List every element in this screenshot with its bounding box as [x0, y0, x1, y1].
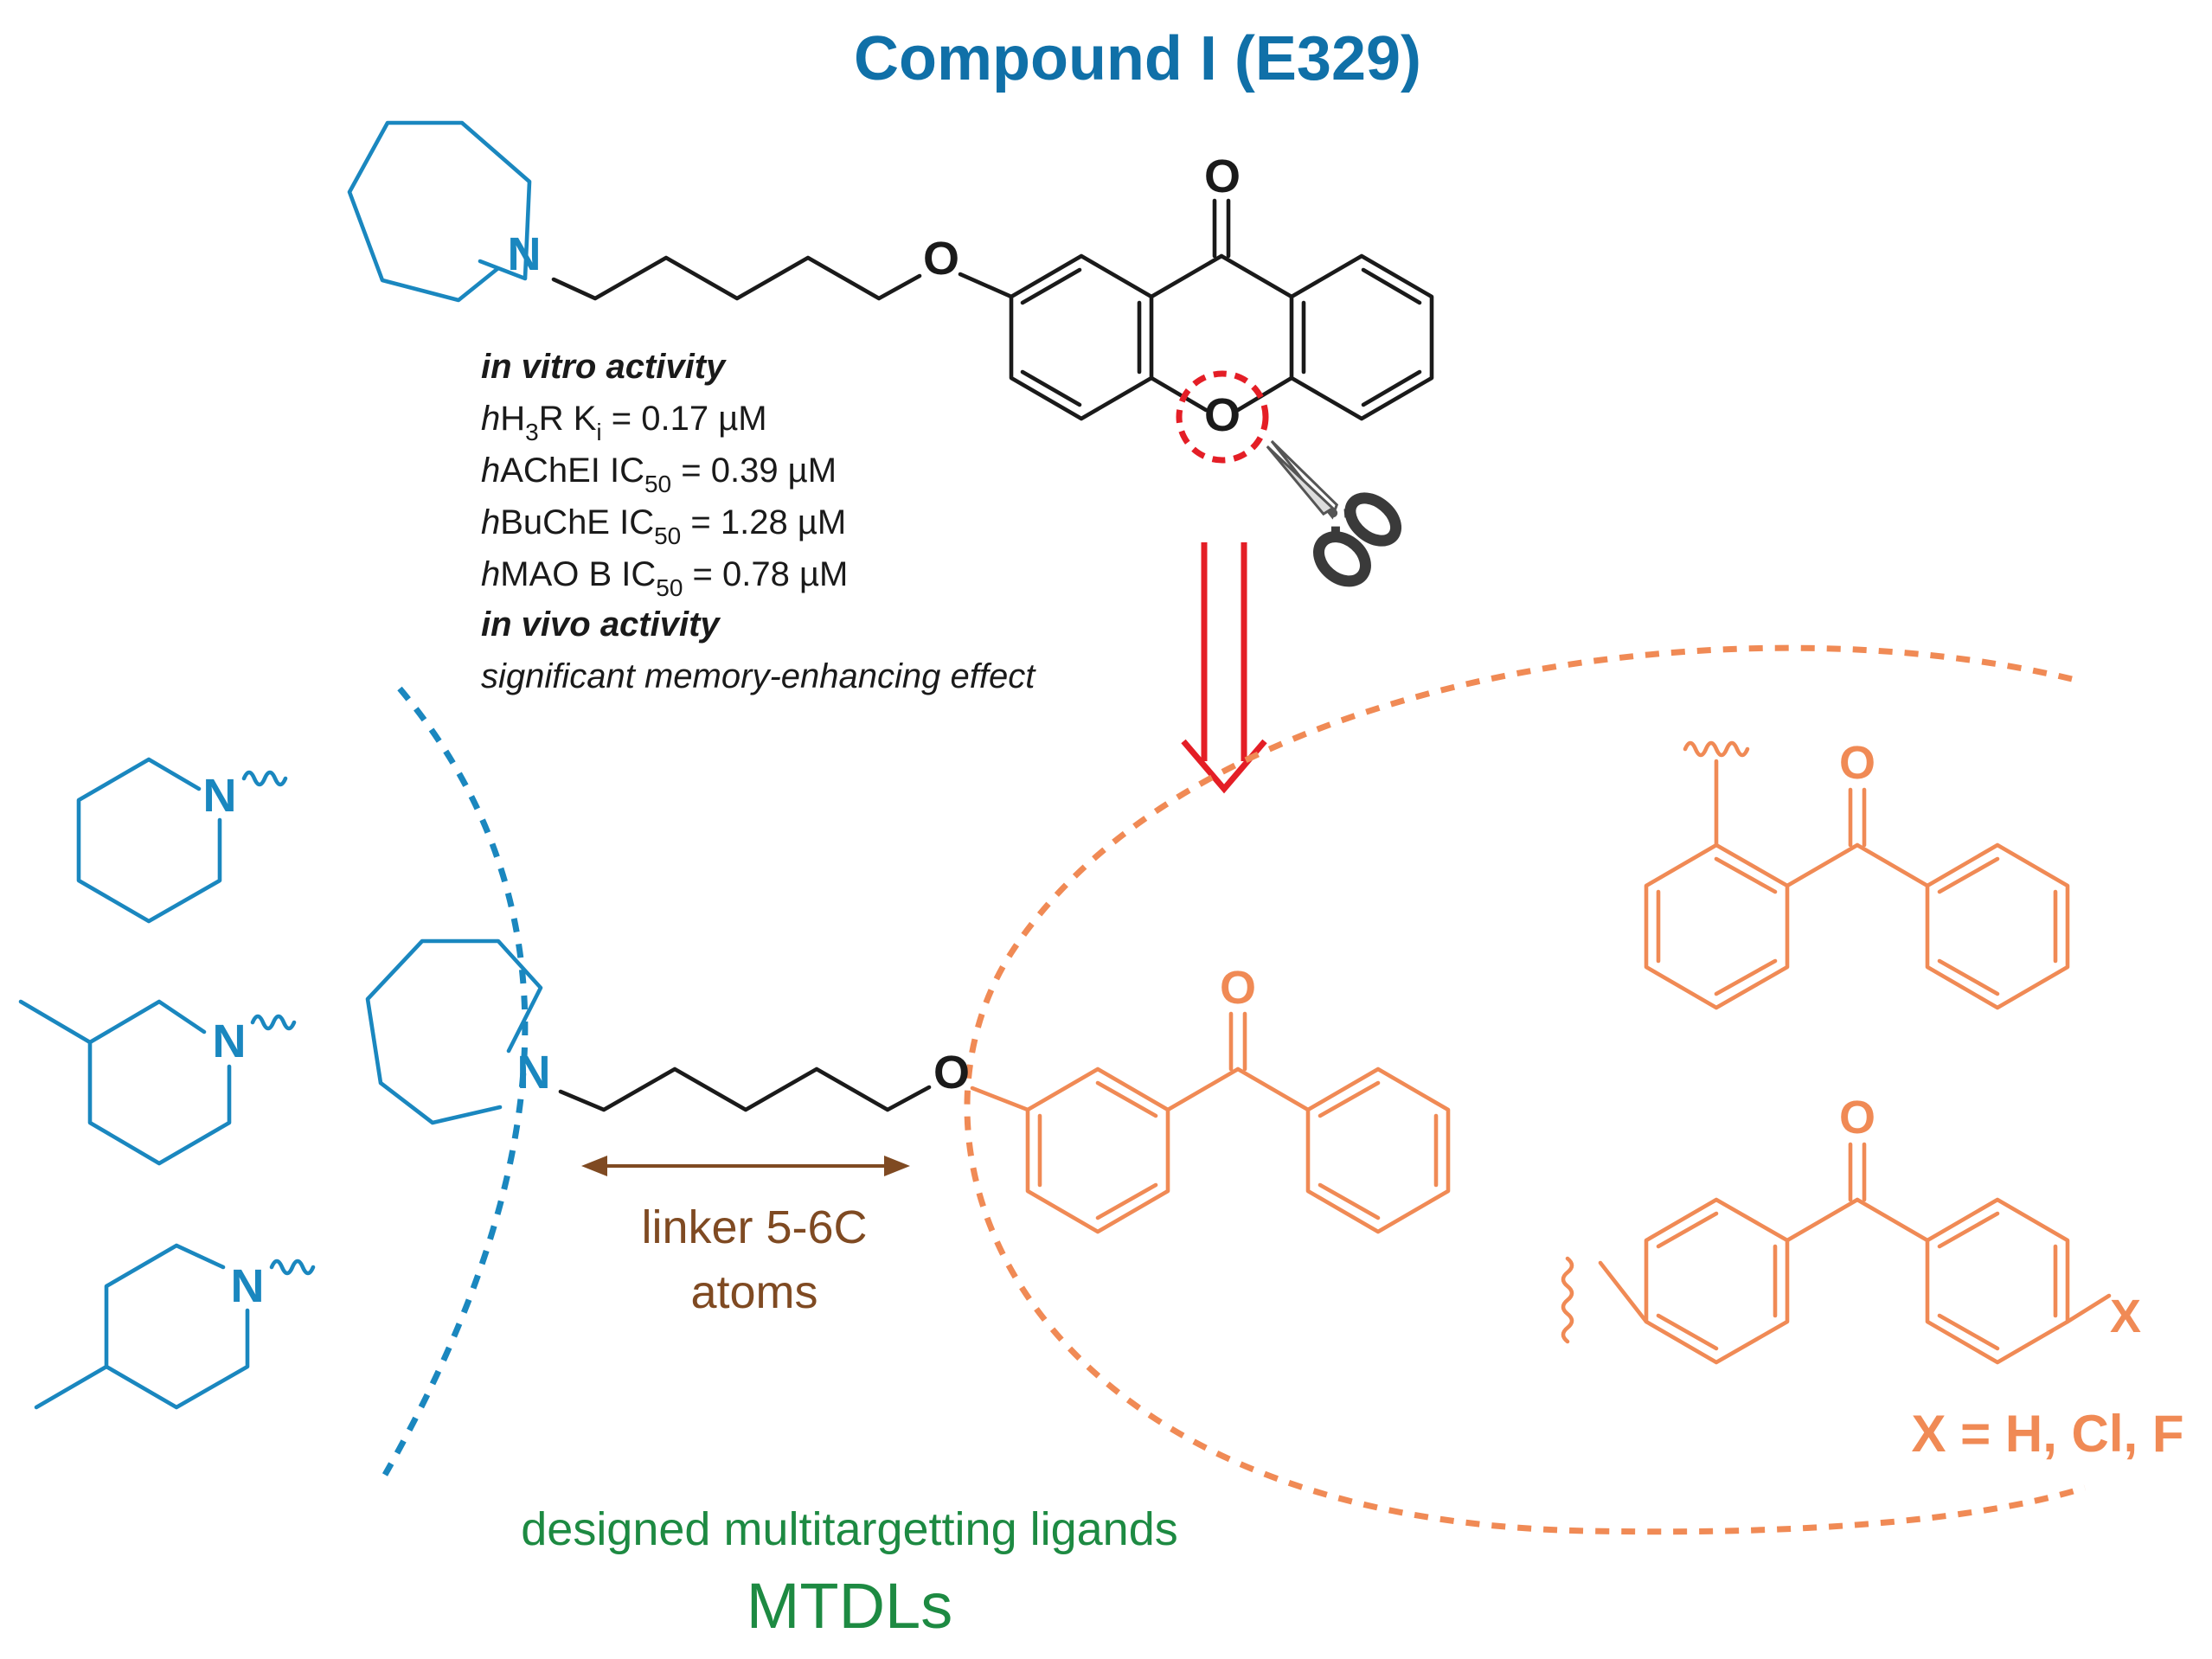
- atom-n-bottom: N: [517, 1047, 551, 1099]
- benzophenone-ortho: [1644, 740, 2070, 1010]
- in-vivo-header: in vivo activity: [481, 605, 721, 644]
- buche-line: hBuChE IC50 = 1.28 µM: [481, 503, 846, 549]
- azepane-ring-bottom: [365, 938, 543, 1125]
- footer-line2: MTDLs: [747, 1570, 952, 1642]
- h3r-line: hH3R Ki = 0.17 µM: [481, 400, 767, 445]
- atom-o-carbonyl-bottom: O: [1220, 962, 1256, 1014]
- benzophenone-bottom: [1025, 1011, 1451, 1234]
- atom-n-top: N: [508, 228, 542, 280]
- atom-n-piperidine: N: [203, 770, 237, 822]
- atom-o-ether-bottom: O: [933, 1047, 970, 1099]
- methylpiperidine-3-variant: N: [18, 999, 297, 1166]
- footer-line1: designed multitargetting ligands: [521, 1503, 1177, 1555]
- ache-line: hAChEI IC50 = 0.39 µM: [481, 452, 837, 497]
- piperidine-variant: N: [76, 757, 288, 924]
- xanthone-core: [1009, 198, 1434, 421]
- methylpiperidine-4-variant: N: [34, 1243, 316, 1410]
- linker-arrow: [581, 1156, 910, 1176]
- cleavage-marker: [1176, 370, 1269, 464]
- atom-o-ether-top: O: [923, 233, 959, 285]
- azepane-ring-top: [347, 120, 532, 303]
- atom-n-3-methylpiperidine: N: [213, 1015, 247, 1067]
- atom-o-ring-top: O: [1204, 389, 1241, 441]
- linker-label-line2: atoms: [690, 1266, 817, 1318]
- benzophenone-para: [1561, 1142, 2112, 1365]
- atom-o-carbonyl-top: O: [1204, 151, 1241, 202]
- atom-x-para: X: [2110, 1291, 2141, 1342]
- maob-line: hMAO B IC50 = 0.78 µM: [481, 555, 848, 601]
- linker-label-line1: linker 5-6C: [641, 1201, 867, 1253]
- scissors-icon: [1266, 439, 1402, 587]
- atom-o-carbonyl-para: O: [1839, 1092, 1875, 1143]
- substituent-label: X = H, Cl, F: [1911, 1405, 2183, 1463]
- atom-n-4-methylpiperidine: N: [231, 1260, 265, 1312]
- orange-dashed-ellipse: [964, 644, 2087, 1535]
- in-vivo-text: significant memory-enhancing effect: [481, 657, 1036, 695]
- pentyl-linker-top: [551, 255, 922, 301]
- activity-block: in vitro activity hH3R Ki = 0.17 µM hACh…: [481, 348, 1036, 695]
- in-vitro-header: in vitro activity: [481, 348, 727, 386]
- blue-dashed-arc: [381, 686, 529, 1476]
- atom-o-carbonyl-ortho: O: [1839, 737, 1875, 789]
- double-down-arrow-icon: [1181, 542, 1267, 794]
- compound-title: Compound I (E329): [854, 24, 1421, 93]
